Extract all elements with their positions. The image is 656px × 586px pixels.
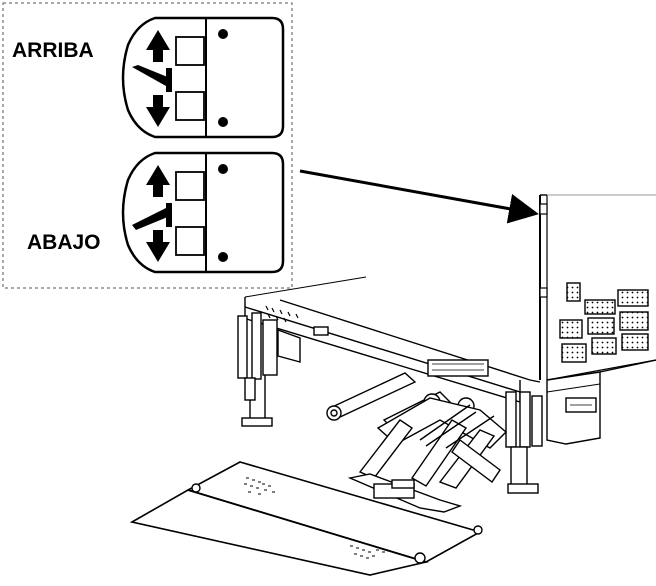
callout-arrow-icon (299, 169, 539, 224)
arrow-up-icon (146, 165, 170, 197)
detail-inset (2, 2, 293, 289)
lift-platform (129, 461, 483, 576)
arrow-down-icon (146, 95, 170, 127)
lift-mechanism (326, 372, 508, 513)
label-down: ABAJO (27, 231, 101, 254)
arrow-down-icon (146, 230, 170, 262)
right-support-leg (505, 391, 543, 494)
liftgate-illustration (129, 194, 656, 576)
truck-bed (239, 276, 541, 403)
lever-up-icon (132, 65, 172, 92)
deck-marks (265, 305, 299, 323)
label-up: ARRIBA (12, 39, 94, 62)
switch-plate-down-icon (121, 151, 285, 274)
left-support-leg (237, 312, 301, 427)
platform-grip-marks (244, 477, 385, 559)
control-switch-icon (539, 203, 548, 215)
arrow-up-icon (146, 30, 170, 62)
crossbar (427, 359, 489, 377)
switch-plate-up-icon (121, 16, 285, 139)
truck-body (539, 194, 656, 445)
lever-down-icon (132, 203, 172, 230)
